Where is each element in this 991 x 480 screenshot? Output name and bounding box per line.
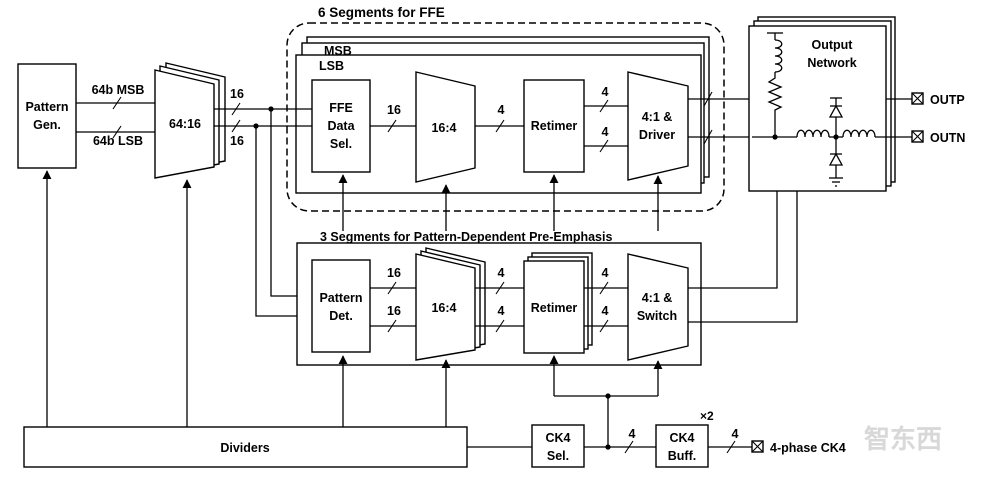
bus-4-c-label: 4 — [602, 125, 609, 139]
bus-4-b-label: 4 — [602, 85, 609, 99]
output-network-line2: Network — [807, 56, 856, 70]
mux-16-4-bot — [415, 253, 476, 361]
ck4-sel-block — [531, 424, 585, 468]
bus-slash — [624, 440, 634, 454]
bus-slash — [703, 91, 713, 107]
bus-4-d-label: 4 — [498, 266, 505, 280]
ck4-buff-line1: CK4 — [669, 431, 694, 445]
pattern-gen-label-line1: Pattern — [25, 100, 68, 114]
bus-64b-lsb-label: 64b LSB — [93, 134, 143, 148]
bus-slash — [387, 319, 397, 333]
retimer-bot-label: Retimer — [531, 301, 578, 315]
mux-64-16-label: 64:16 — [169, 117, 201, 131]
preemph-segments-label: 3 Segments for Pattern-Dependent Pre-Emp… — [320, 230, 612, 244]
bus-16-d-label: 16 — [387, 266, 401, 280]
pattern-det-block — [311, 259, 371, 353]
bus-slash — [387, 119, 397, 133]
ffe-data-sel-line1: FFE — [329, 101, 353, 115]
retimer-top-block — [523, 79, 585, 173]
junction-dot — [605, 393, 611, 399]
lsb-label: LSB — [319, 59, 344, 73]
pattern-gen-label-line2: Gen. — [33, 118, 61, 132]
bus-16-msb-label: 16 — [230, 87, 244, 101]
ffe-data-sel-line2: Data — [327, 119, 355, 133]
retimer-bot-block — [523, 260, 585, 354]
bus-4-top-label: 4 — [498, 103, 505, 117]
four-phase-ck4-label: 4-phase CK4 — [770, 441, 846, 455]
pad-cross — [911, 130, 924, 143]
mux-16-4-top-label: 16:4 — [431, 121, 456, 135]
bus-64b-msb-label: 64b MSB — [92, 83, 145, 97]
ffe-segments-region — [286, 22, 725, 212]
ck4-sel-line1: CK4 — [545, 431, 570, 445]
switch-out-n — [688, 191, 798, 323]
pattern-det-line2: Det. — [329, 309, 353, 323]
ffe-data-sel-line3: Sel. — [330, 137, 352, 151]
inductor-icon — [774, 39, 783, 73]
bus-slash — [703, 129, 713, 145]
bus-slash — [112, 125, 122, 139]
output-network-line1: Output — [812, 38, 854, 52]
output-network-block — [748, 25, 887, 192]
bus-slash — [726, 440, 736, 454]
ffe-data-sel-block — [311, 79, 371, 173]
bus-slash — [599, 139, 609, 153]
bus-slash — [599, 319, 609, 333]
bus-16-e-label: 16 — [387, 304, 401, 318]
bus-slash — [599, 99, 609, 113]
ck4-sel-line2: Sel. — [547, 449, 569, 463]
switch-label-line1: 4:1 & — [642, 291, 673, 305]
bus-slash — [495, 319, 505, 333]
watermark-logo: 智东西 — [864, 424, 942, 454]
bus-slash — [231, 119, 241, 133]
bus-slash — [387, 281, 397, 295]
bus-slash — [231, 102, 241, 116]
bus-4-g-label: 4 — [602, 304, 609, 318]
resistor-icon — [767, 72, 783, 137]
switch-out-p — [688, 191, 778, 289]
pattern-gen-block — [17, 63, 77, 169]
series-inductor-icon — [842, 129, 876, 138]
diode-icon — [828, 152, 844, 166]
mux-16-4-top — [415, 71, 476, 183]
ck4-buff-block — [655, 424, 709, 468]
pad-cross — [751, 440, 764, 453]
pattern-det-line1: Pattern — [319, 291, 362, 305]
bus-4-e-label: 4 — [498, 304, 505, 318]
dividers-block — [23, 426, 468, 468]
bus-slash — [495, 281, 505, 295]
series-inductor-icon — [796, 129, 830, 138]
bus-4-i-label: 4 — [732, 427, 739, 441]
switch-label-line2: Switch — [637, 309, 677, 323]
mux-64-16 — [154, 69, 215, 179]
outp-label: OUTP — [930, 93, 965, 107]
bus-4-f-label: 4 — [602, 266, 609, 280]
ck4-buff-line2: Buff. — [668, 449, 696, 463]
pad-cross — [911, 92, 924, 105]
bus-slash — [495, 119, 505, 133]
diode-icon — [828, 104, 844, 118]
mux-16-4-bot-label: 16:4 — [431, 301, 456, 315]
driver-label-line1: 4:1 & — [642, 110, 673, 124]
ck4-buff-multiplier: ×2 — [700, 409, 714, 423]
bus-slash — [599, 281, 609, 295]
ffe-segments-label: 6 Segments for FFE — [318, 5, 445, 20]
switch-block — [627, 253, 689, 361]
tap-lsb-to-pattern-det — [255, 126, 312, 317]
bus-16-lsb-label: 16 — [230, 134, 244, 148]
bus-16-ffe-label: 16 — [387, 103, 401, 117]
outn-label: OUTN — [930, 131, 965, 145]
driver-label-line2: Driver — [639, 128, 675, 142]
dividers-label: Dividers — [220, 441, 269, 455]
retimer-top-label: Retimer — [531, 119, 578, 133]
driver-block — [627, 71, 689, 181]
bus-4-h-label: 4 — [629, 427, 636, 441]
bus-slash — [112, 96, 122, 110]
